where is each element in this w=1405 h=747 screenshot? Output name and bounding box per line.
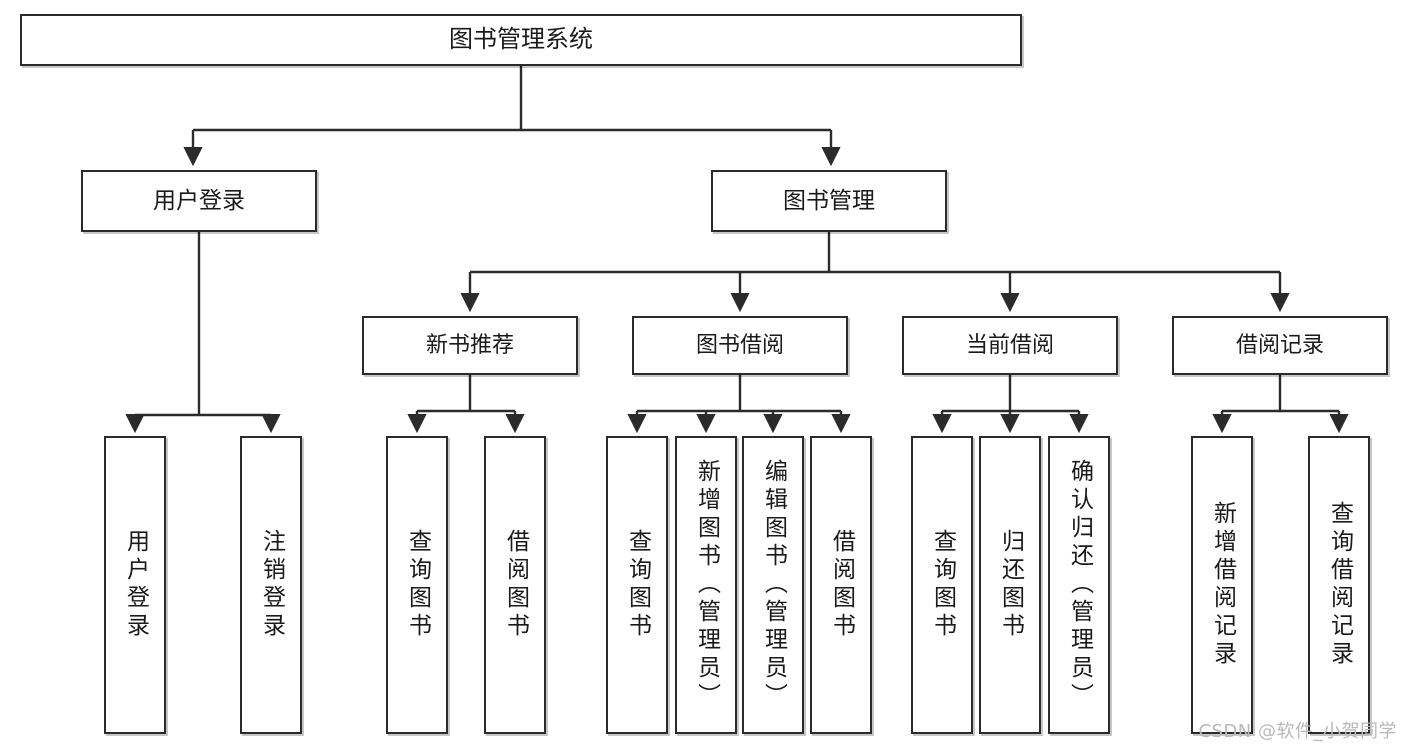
leaf-current-confirm-return-admin[interactable]: 确认归还（管理员） — [1048, 436, 1110, 734]
leaf-user-login-signin[interactable]: 用户登录 — [104, 436, 166, 734]
node-label: 新增借阅记录 — [1209, 501, 1236, 669]
node-label: 用户登录 — [122, 529, 149, 641]
leaf-borrow-borrow-book[interactable]: 借阅图书 — [810, 436, 872, 734]
node-label: 新书推荐 — [425, 332, 514, 358]
leaf-borrow-query-book[interactable]: 查询图书 — [606, 436, 668, 734]
node-label: 借阅图书 — [828, 529, 855, 641]
node-label: 图书管理系统 — [449, 25, 593, 54]
node-label: 图书借阅 — [695, 332, 784, 358]
node-label: 查询图书 — [404, 529, 431, 641]
node-label: 新增图书（管理员） — [693, 459, 720, 711]
node-label: 借阅图书 — [502, 529, 529, 641]
node-label: 确认归还（管理员） — [1066, 459, 1093, 711]
leaf-record-query[interactable]: 查询借阅记录 — [1308, 436, 1370, 734]
leaf-current-return-book[interactable]: 归还图书 — [979, 436, 1041, 734]
node-book-management[interactable]: 图书管理 — [711, 170, 947, 232]
leaf-new-book-query[interactable]: 查询图书 — [386, 436, 448, 734]
node-label: 查询图书 — [929, 529, 956, 641]
node-label: 借阅记录 — [1235, 332, 1324, 358]
node-label: 归还图书 — [997, 529, 1024, 641]
leaf-record-add[interactable]: 新增借阅记录 — [1191, 436, 1253, 734]
node-label: 注销登录 — [258, 529, 285, 641]
leaf-borrow-add-book-admin[interactable]: 新增图书（管理员） — [675, 436, 737, 734]
node-book-borrow[interactable]: 图书借阅 — [632, 316, 848, 375]
node-new-book-recommend[interactable]: 新书推荐 — [362, 316, 578, 375]
leaf-user-login-signout[interactable]: 注销登录 — [240, 436, 302, 734]
node-label: 用户登录 — [153, 187, 245, 214]
node-root-system[interactable]: 图书管理系统 — [20, 14, 1022, 66]
node-current-borrow[interactable]: 当前借阅 — [902, 316, 1118, 375]
leaf-new-book-borrow[interactable]: 借阅图书 — [484, 436, 546, 734]
node-label: 查询图书 — [624, 529, 651, 641]
node-borrow-record[interactable]: 借阅记录 — [1172, 316, 1388, 375]
node-label: 当前借阅 — [965, 332, 1054, 358]
node-user-login[interactable]: 用户登录 — [81, 170, 317, 232]
watermark-text: CSDN @软件_小贺同学 — [1198, 721, 1397, 742]
leaf-current-query-book[interactable]: 查询图书 — [911, 436, 973, 734]
node-label: 编辑图书（管理员） — [760, 459, 787, 711]
node-label: 查询借阅记录 — [1326, 501, 1353, 669]
node-label: 图书管理 — [783, 187, 875, 214]
leaf-borrow-edit-book-admin[interactable]: 编辑图书（管理员） — [742, 436, 804, 734]
